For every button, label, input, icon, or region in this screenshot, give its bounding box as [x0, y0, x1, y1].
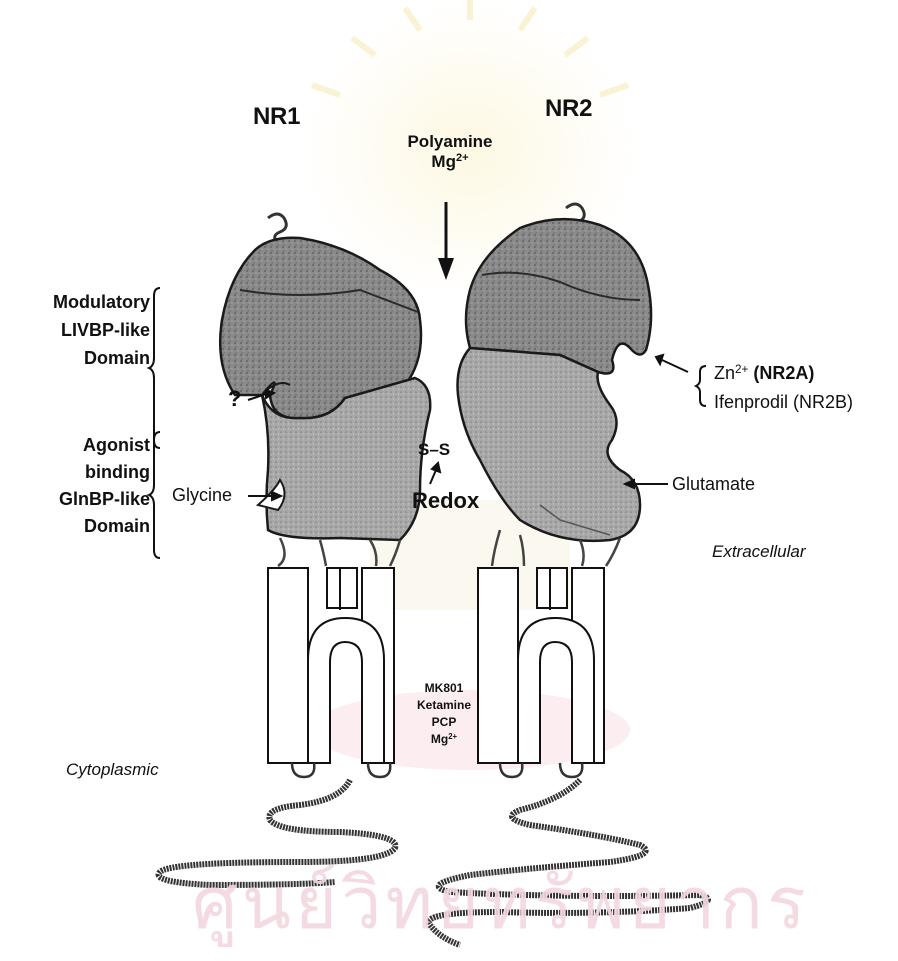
channel-blockers-label: MK801 Ketamine PCP Mg2+ [406, 680, 482, 749]
unknown-site-label: ? [228, 386, 241, 412]
zinc-ifenprodil-label: Zn2+ (NR2A) Ifenprodil (NR2B) [714, 360, 853, 415]
disulfide-label: S–S [418, 440, 450, 460]
glutamate-label: Glutamate [672, 474, 755, 495]
nr2-transmembrane [478, 568, 604, 763]
nr1-title: NR1 [253, 103, 300, 131]
modulatory-domain-label: Modulatory LIVBP-like Domain [40, 288, 150, 372]
nr2-title: NR2 [545, 95, 592, 123]
extracellular-label: Extracellular [712, 542, 806, 562]
glycine-label: Glycine [172, 485, 232, 506]
redox-label: Redox [412, 488, 479, 514]
thai-watermark-text: ศูนย์วิทยทรัพยากร [192, 845, 810, 960]
nr1-transmembrane [268, 568, 394, 763]
agonist-domain-label: Agonist binding GlnBP-like Domain [40, 432, 150, 540]
polyamine-label: Polyamine Mg2+ [402, 132, 498, 172]
cytoplasmic-label: Cytoplasmic [66, 760, 159, 780]
